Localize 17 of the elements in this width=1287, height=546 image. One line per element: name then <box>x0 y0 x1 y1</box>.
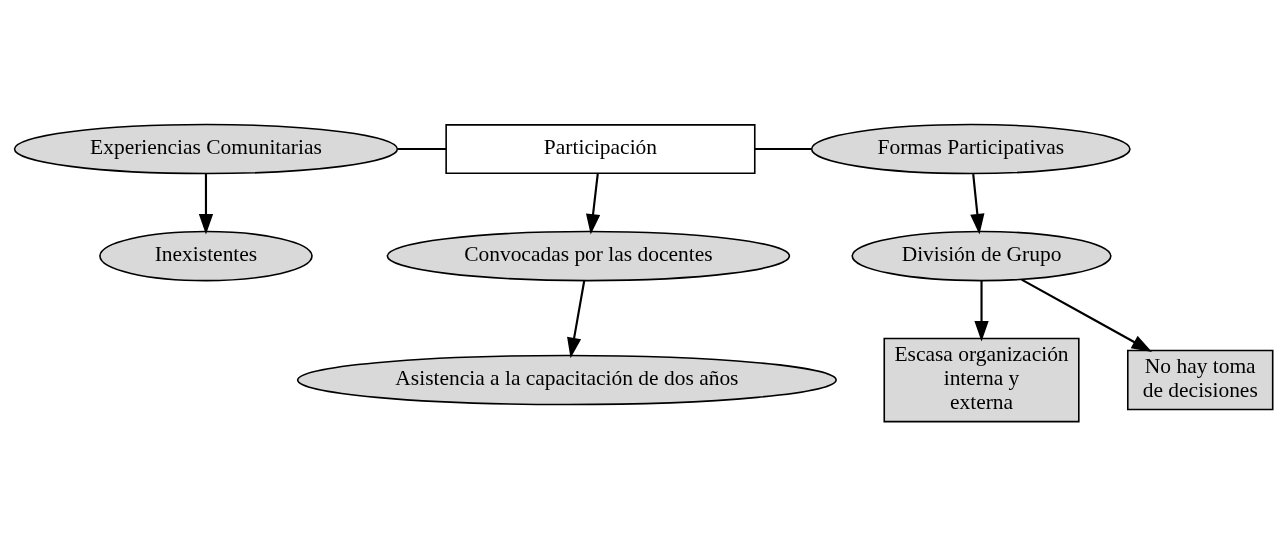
arrow <box>567 280 586 359</box>
node-box: Escasa organización interna y externa <box>883 337 1080 423</box>
connector <box>754 147 812 151</box>
node-ellipse: Asistencia a la capacitación de dos años <box>296 354 837 406</box>
node-box: Participación <box>445 124 756 174</box>
arrow <box>585 173 601 235</box>
arrow <box>970 173 985 235</box>
arrow <box>1021 278 1153 352</box>
connector <box>397 147 447 151</box>
node-ellipse: Convocadas por las docentes <box>386 230 791 282</box>
node-ellipse: Formas Participativas <box>810 123 1131 175</box>
arrow <box>198 174 214 235</box>
node-ellipse: División de Grupo <box>851 230 1112 282</box>
node-box: No hay toma de decisiones <box>1127 349 1274 411</box>
node-ellipse: Experiencias Comunitarias <box>13 123 399 175</box>
node-ellipse: Inexistentes <box>99 230 313 282</box>
arrow <box>974 280 989 342</box>
